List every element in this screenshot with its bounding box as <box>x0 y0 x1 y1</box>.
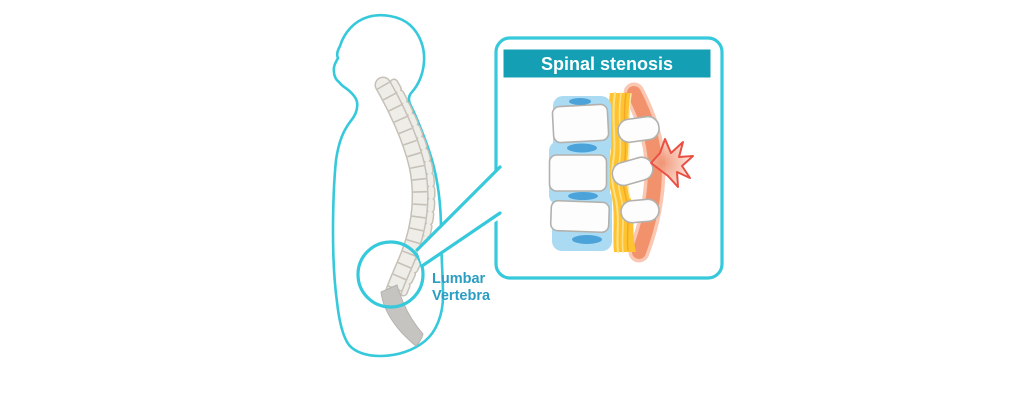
lumbar-label-line2: Vertebra <box>432 288 491 304</box>
sacrum-coccyx <box>380 284 424 347</box>
ligament-strand <box>611 92 619 253</box>
vertebra-body <box>548 154 608 192</box>
callout-title: Spinal stenosis <box>541 54 673 74</box>
spinous-process <box>617 115 660 144</box>
vertebral-band-segments <box>376 81 427 302</box>
disc-nucleus <box>569 98 591 105</box>
disc-nucleus <box>572 235 602 244</box>
pain-starburst-icon <box>650 138 694 188</box>
spine-column <box>374 76 436 347</box>
title-banner <box>503 49 711 78</box>
wedge-fill <box>417 163 503 266</box>
spinous-process-column-fill <box>391 80 434 300</box>
magnifier-circle <box>356 240 425 309</box>
vertebra-body <box>549 199 611 234</box>
wedge-line-bottom <box>420 211 502 268</box>
spinous-process <box>620 198 660 224</box>
spinous-process <box>611 156 654 187</box>
wedge-line-top <box>415 165 502 252</box>
disc-nucleus <box>568 192 598 200</box>
disc-nucleus <box>567 143 597 153</box>
stenosis-detail <box>548 82 694 263</box>
vertebra-body <box>551 103 610 144</box>
lumbar-label-line1: Lumbar <box>432 271 486 287</box>
body-outline <box>331 13 445 358</box>
